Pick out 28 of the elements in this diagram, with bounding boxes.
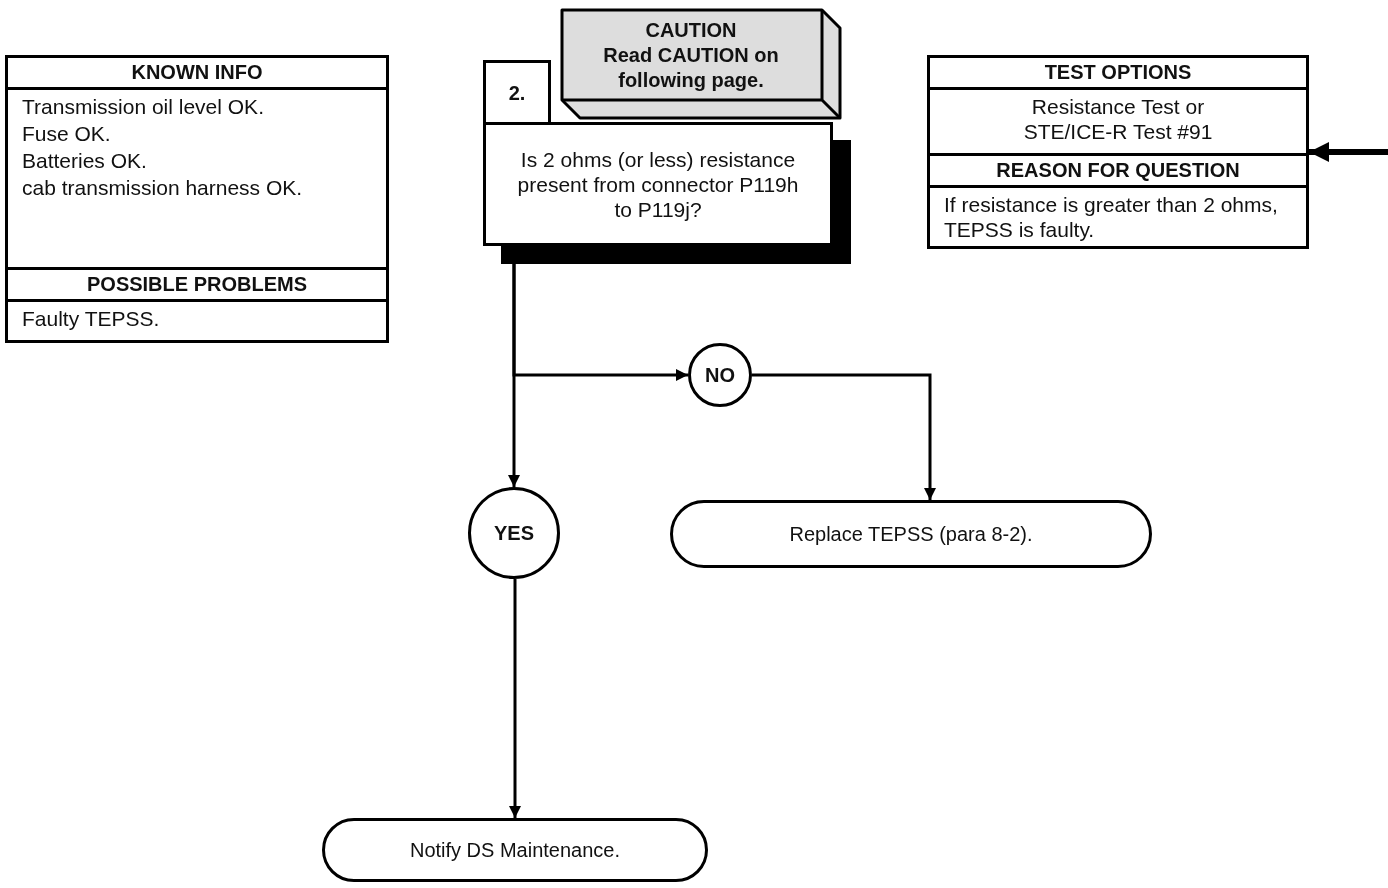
action-text: Notify DS Maintenance.	[409, 838, 621, 862]
step-number-box	[483, 60, 551, 124]
info-text: Faulty TEPSS.	[21, 306, 161, 332]
step-number: 2.	[508, 82, 526, 105]
question-text: Is 2 ohms (or less) resistance present from connector P119h to P119j?	[516, 146, 800, 222]
caution-text: Read CAUTION on following page.	[602, 42, 780, 93]
action-text: Replace TEPSS (para 8-2).	[789, 522, 1033, 546]
section-heading: REASON FOR QUESTION	[930, 153, 1306, 188]
info-text: cab transmission harness OK.	[21, 175, 304, 201]
flow-arrow	[752, 373, 936, 500]
caution-heading: CAUTION	[645, 17, 737, 43]
flow-arrow	[1309, 142, 1388, 162]
info-text: Batteries OK.	[21, 148, 148, 174]
info-text: Fuse OK.	[21, 121, 112, 147]
info-text: If resistance is greater than 2 ohms, TEPSS is faulty.	[943, 192, 1279, 243]
action-terminal	[322, 818, 708, 882]
answer-label: YES	[494, 521, 534, 545]
info-panel	[927, 55, 1309, 249]
section-heading: POSSIBLE PROBLEMS	[8, 267, 386, 302]
flow-arrow	[509, 579, 521, 818]
answer-label: NO	[705, 363, 735, 387]
caution-block	[560, 8, 842, 120]
section-heading: KNOWN INFO	[8, 58, 386, 90]
info-text: Transmission oil level OK.	[21, 94, 265, 120]
info-text: Resistance Test or STE/ICE-R Test #91	[1022, 94, 1214, 145]
info-panel	[5, 55, 389, 343]
section-heading: TEST OPTIONS	[930, 58, 1306, 90]
answer-circle	[688, 343, 752, 407]
